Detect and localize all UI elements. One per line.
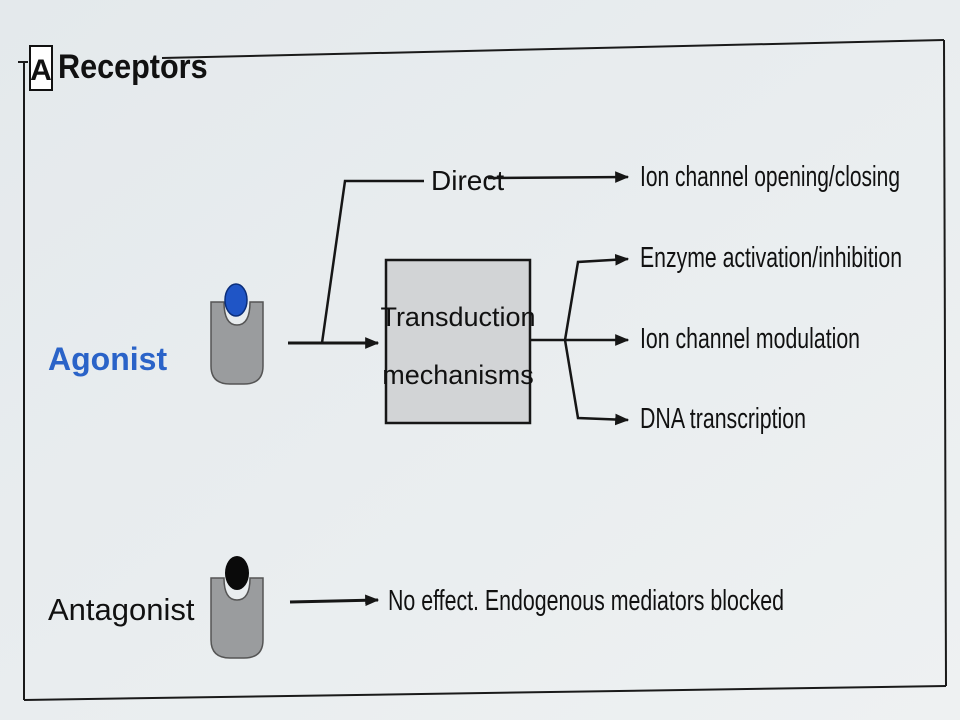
direct-path-line (320, 179, 424, 344)
panel-frame (18, 39, 947, 701)
branch-to-dna (563, 339, 630, 426)
transduction-line1: Transduction (380, 302, 535, 332)
agonist-label: Agonist (48, 341, 167, 377)
panel-letter-box (29, 45, 53, 91)
panel-letter: A (30, 54, 52, 87)
agonist-receptor-icon (210, 283, 264, 385)
direct-label: Direct (431, 165, 504, 196)
direct-arrow (487, 171, 630, 183)
outcome-dna: DNA transcription (640, 403, 806, 435)
agonist-ligand (224, 283, 248, 317)
antagonist-ligand (225, 556, 249, 590)
antagonist-receptor-icon (210, 556, 264, 659)
outcome-ion-modulation: Ion channel modulation (640, 323, 860, 355)
outcome-ion-channel-opening: Ion channel opening/closing (640, 161, 900, 193)
outcome-enzyme: Enzyme activation/inhibition (640, 242, 902, 274)
antagonist-label: Antagonist (48, 592, 195, 627)
antagonist-arrow (289, 594, 380, 607)
panel-title: Receptors (58, 48, 208, 86)
antagonist-outcome: No effect. Endogenous mediators blocked (388, 585, 784, 617)
transduction-box (384, 258, 532, 425)
transduction-line2: mechanisms (382, 360, 534, 390)
branch-to-enzyme (563, 253, 630, 341)
